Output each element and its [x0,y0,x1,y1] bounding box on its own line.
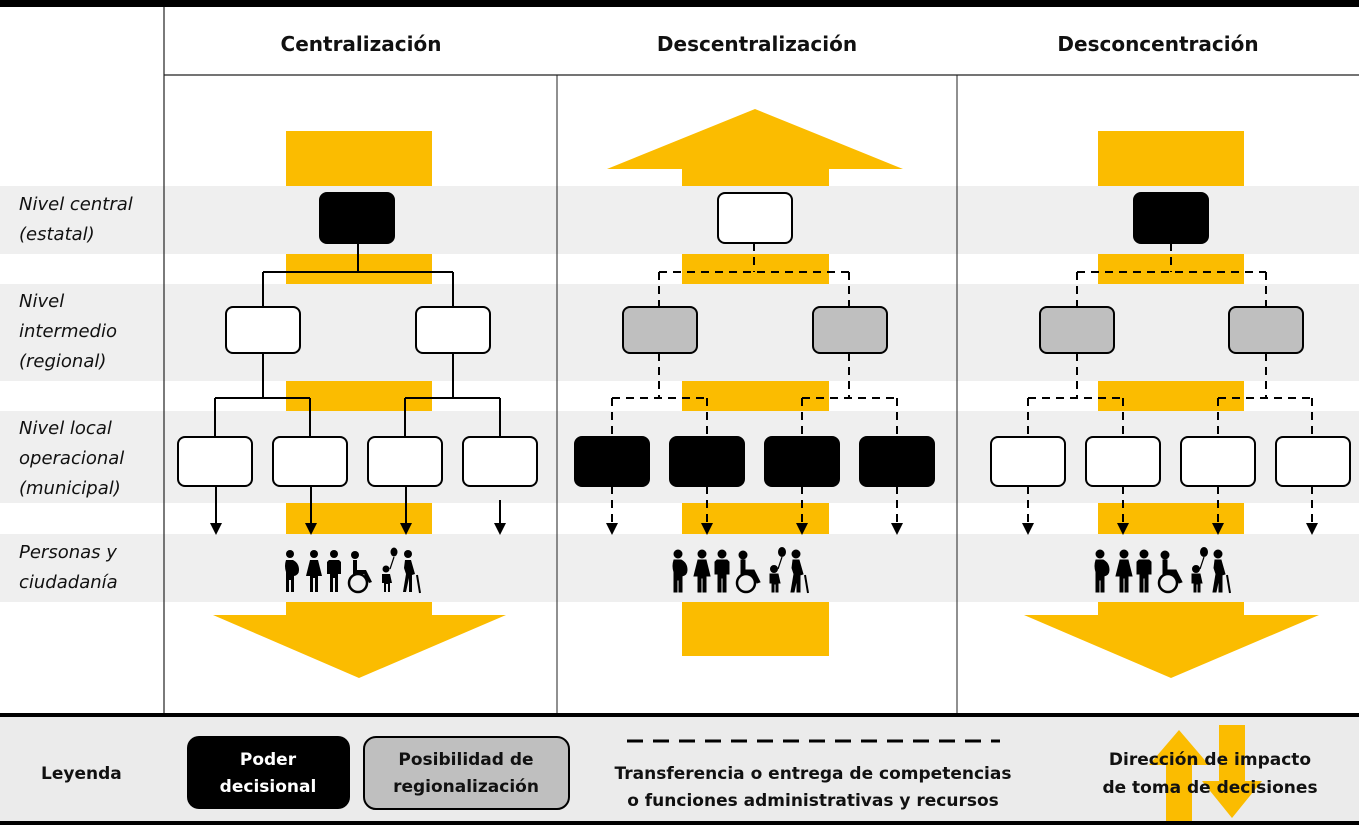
down-arrowheads [1022,523,1318,535]
column-centralizacion [177,131,538,678]
central-box-decisional [319,192,395,244]
central-box-decisional [1133,192,1209,244]
column-title-desconcentracion: Desconcentración [1057,32,1258,56]
down-arrowheads [210,523,506,535]
legend-regionalization-1: Posibilidad de [398,750,533,770]
arrow-down [213,615,506,678]
row-label-local-3: (municipal) [19,478,121,499]
regional-box-regionalization [622,306,698,354]
row-label-central-1: Nivel central [19,194,133,215]
central-box [717,192,793,244]
row-label-intermediate-2: intermedio [19,321,117,342]
down-arrowheads [606,523,903,535]
row-labels: Nivel central (estatal) Nivel intermedio… [19,194,133,593]
column-descentralizacion [574,109,935,656]
arrow-up [607,109,903,169]
top-rule [0,0,1359,7]
legend-direction-arrows [1149,725,1262,821]
row-label-intermediate-1: Nivel [19,291,64,312]
dashed-connectors [1027,243,1313,524]
column-desconcentracion [990,131,1351,678]
regional-box [415,306,491,354]
municipal-box [990,436,1066,487]
municipal-box [272,436,348,487]
row-label-people-2: ciudadanía [19,572,118,593]
connectors [214,243,501,524]
regional-box-regionalization [1228,306,1304,354]
legend: Leyenda Poder decisional Posibilidad de … [0,713,1359,825]
accent-bars [213,131,506,678]
arrow-down [1024,615,1319,678]
row-label-central-2: (estatal) [19,224,95,245]
legend-direction-1: Dirección de impacto [1109,750,1311,770]
legend-transfer-1: Transferencia o entrega de competencias [615,764,1012,784]
legend-title: Leyenda [41,764,122,784]
municipal-box [1085,436,1161,487]
municipal-box [1180,436,1256,487]
row-label-local-2: operacional [19,448,124,469]
municipal-box [1275,436,1351,487]
legend-swatch-gray [363,736,570,810]
municipal-box-decisional [859,436,935,487]
row-label-people-1: Personas y [19,542,117,563]
column-title-descentralizacion: Descentralización [657,32,857,56]
legend-transfer-2: o funciones administrativas y recursos [627,791,999,811]
row-label-intermediate-3: (regional) [19,351,106,372]
legend-regionalization-2: regionalización [393,777,539,797]
band-central [0,186,1359,254]
row-label-local-1: Nivel local [19,418,112,439]
municipal-box [462,436,538,487]
legend-decision-power-2: decisional [220,777,317,797]
municipal-box [367,436,443,487]
municipal-box-decisional [669,436,745,487]
legend-bottom-rule [0,821,1359,825]
legend-top-rule [0,713,1359,717]
municipal-box-decisional [764,436,840,487]
municipal-box [177,436,253,487]
legend-swatch-black [187,736,350,809]
regional-box [225,306,301,354]
dashed-connectors [611,243,898,524]
legend-direction-2: de toma de decisiones [1102,778,1317,798]
regional-box-regionalization [812,306,888,354]
column-title-centralizacion: Centralización [281,32,442,56]
municipal-box-decisional [574,436,650,487]
accent-bars [1024,131,1319,678]
legend-decision-power-1: Poder [240,750,297,770]
regional-box-regionalization [1039,306,1115,354]
